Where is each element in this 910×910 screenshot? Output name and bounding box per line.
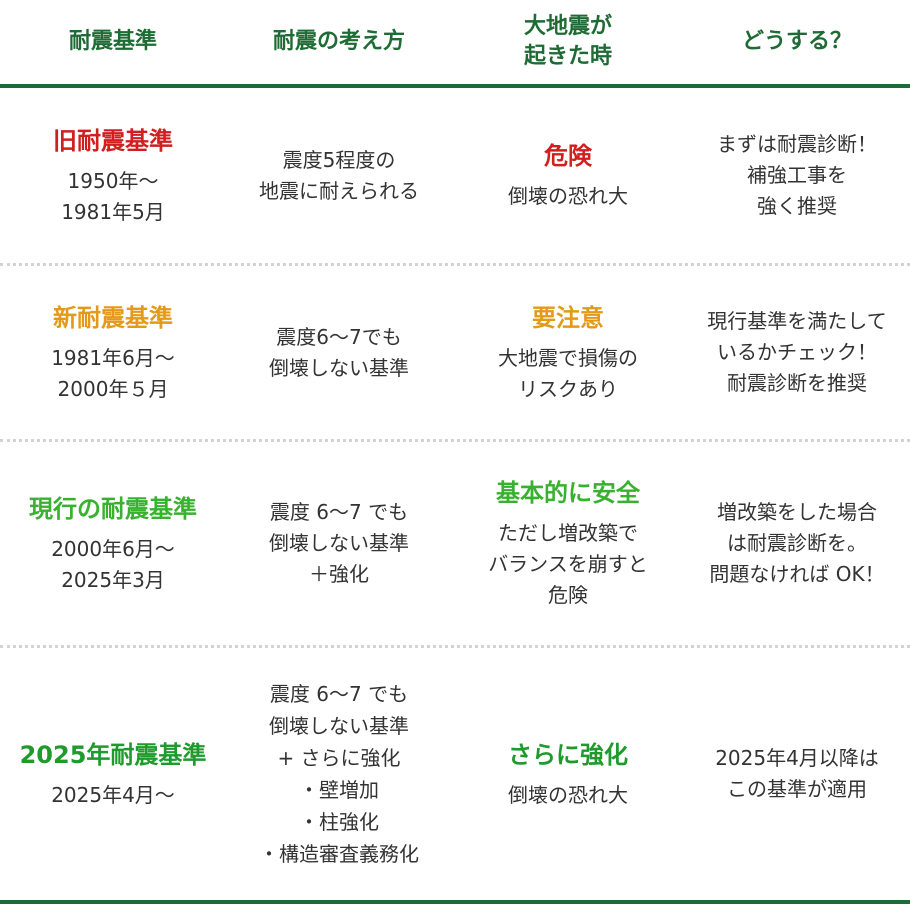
- bottom-divider: [0, 900, 910, 904]
- concept-text: 震度 6〜7 でも 倒壊しない基準 ＋強化: [269, 500, 409, 586]
- header-concept: 耐震の考え方: [272, 29, 405, 54]
- action-cell: 増改築をした場合 は耐震診断を。 問題なければ OK！: [684, 442, 910, 645]
- standard-period: 1950年〜 1981年5月: [61, 168, 165, 224]
- table-row-old-standard: 旧耐震基準 1950年〜 1981年5月 震度5程度の 地震に耐えられる 危険 …: [0, 88, 910, 266]
- standard-period: 2025年4月〜: [51, 782, 175, 807]
- concept-cell: 震度5程度の 地震に耐えられる: [226, 88, 452, 263]
- concept-cell: 震度6〜7でも 倒壊しない基準: [226, 266, 452, 439]
- standard-cell: 旧耐震基準 1950年〜 1981年5月: [0, 88, 226, 263]
- earthquake-text: 倒壊の恐れ大: [508, 782, 628, 807]
- concept-text: 震度 6〜7 でも 倒壊しない基準 + さらに強化 ・壁増加 ・柱強化 ・構造審…: [259, 682, 419, 866]
- table-row-2025-standard: 2025年耐震基準 2025年4月〜 震度 6〜7 でも 倒壊しない基準 + さ…: [0, 648, 910, 900]
- table-row-current-standard: 現行の耐震基準 2000年6月〜 2025年3月 震度 6〜7 でも 倒壊しない…: [0, 442, 910, 648]
- standard-cell: 現行の耐震基準 2000年6月〜 2025年3月: [0, 442, 226, 645]
- standard-title: 新耐震基準: [53, 303, 173, 332]
- standard-title: 現行の耐震基準: [29, 494, 197, 523]
- action-text: まずは耐震診断！ 補強工事を 強く推奨: [717, 132, 877, 218]
- earthquake-text: ただし増改築で バランスを崩すと 危険: [488, 521, 648, 607]
- header-action: どうする？: [741, 29, 852, 54]
- concept-cell: 震度 6〜7 でも 倒壊しない基準 + さらに強化 ・壁増加 ・柱強化 ・構造審…: [226, 648, 452, 900]
- standard-period: 2000年6月〜 2025年3月: [51, 536, 175, 592]
- earthquake-title: 危険: [544, 142, 592, 170]
- action-text: 現行基準を満たして いるかチェック！ 耐震診断を推奨: [707, 309, 887, 395]
- earthquake-cell: 基本的に安全 ただし増改築で バランスを崩すと 危険: [452, 442, 684, 645]
- concept-cell: 震度 6〜7 でも 倒壊しない基準 ＋強化: [226, 442, 452, 645]
- earthquake-title: さらに強化: [508, 740, 628, 769]
- earthquake-title: 要注意: [532, 303, 604, 332]
- earthquake-title: 基本的に安全: [496, 479, 640, 507]
- standard-title: 2025年耐震基準: [19, 740, 207, 769]
- action-text: 2025年4月以降は この基準が適用: [715, 746, 879, 801]
- earthquake-cell: さらに強化 倒壊の恐れ大: [452, 648, 684, 900]
- table-header: 耐震基準 耐震の考え方 大地震が 起きた時 どうする？: [0, 0, 910, 88]
- earthquake-cell: 要注意 大地震で損傷の リスクあり: [452, 266, 684, 439]
- header-standard: 耐震基準: [68, 29, 157, 54]
- action-text: 増改築をした場合 は耐震診断を。 問題なければ OK！: [709, 500, 885, 586]
- standard-cell: 2025年耐震基準 2025年4月〜: [0, 648, 226, 900]
- action-cell: 2025年4月以降は この基準が適用: [684, 648, 910, 900]
- action-cell: まずは耐震診断！ 補強工事を 強く推奨: [684, 88, 910, 263]
- table-row-new-standard: 新耐震基準 1981年6月〜 2000年５月 震度6〜7でも 倒壊しない基準 要…: [0, 266, 910, 442]
- earthquake-cell: 危険 倒壊の恐れ大: [452, 88, 684, 263]
- concept-text: 震度5程度の 地震に耐えられる: [259, 147, 419, 203]
- header-earthquake: 大地震が 起きた時: [523, 14, 612, 69]
- concept-text: 震度6〜7でも 倒壊しない基準: [269, 324, 409, 380]
- standard-period: 1981年6月〜 2000年５月: [51, 345, 175, 401]
- action-cell: 現行基準を満たして いるかチェック！ 耐震診断を推奨: [684, 266, 910, 439]
- standard-cell: 新耐震基準 1981年6月〜 2000年５月: [0, 266, 226, 439]
- earthquake-text: 大地震で損傷の リスクあり: [498, 345, 638, 401]
- standard-title: 旧耐震基準: [53, 126, 173, 155]
- earthquake-text: 倒壊の恐れ大: [508, 184, 628, 208]
